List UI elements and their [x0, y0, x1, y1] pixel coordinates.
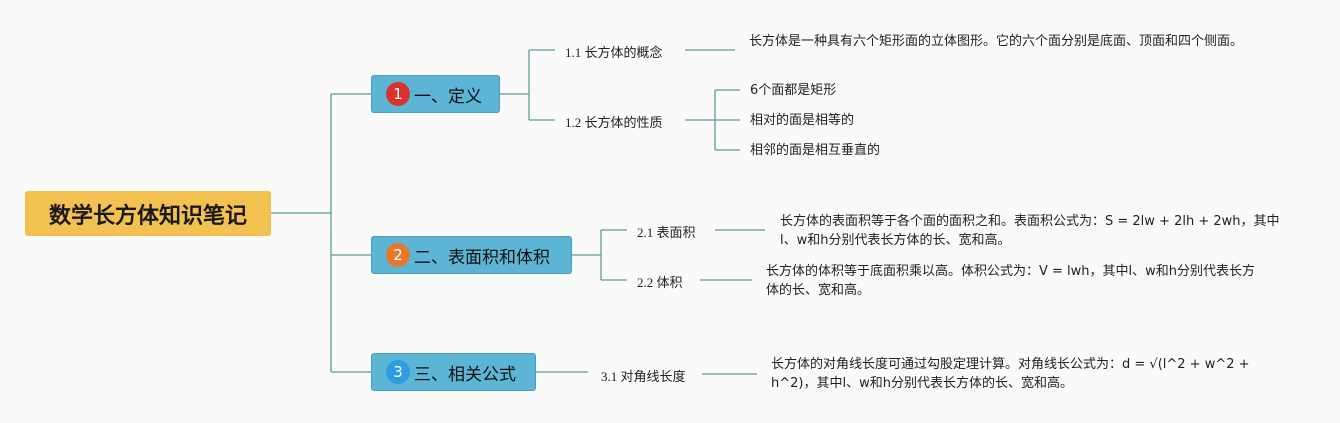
badge-1-icon: 1 [386, 82, 410, 106]
branch-definition[interactable]: 1 一、定义 [371, 75, 500, 113]
badge-2-icon: 2 [386, 243, 410, 267]
detail-text: 长方体是一种具有六个矩形面的立体图形。它的六个面分别是底面、顶面和四个侧面。 [749, 34, 1244, 49]
topic-label: 3.1 对角线长度 [601, 369, 686, 384]
detail-text: 长方体的表面积等于各个面的面积之和。表面积公式为：S = 2lw + 2lh +… [780, 214, 1280, 248]
topic-3-1[interactable]: 3.1 对角线长度 [601, 366, 686, 385]
topic-label: 1.1 长方体的概念 [565, 45, 663, 60]
topic-2-1[interactable]: 2.1 表面积 [637, 222, 696, 241]
topic-label: 2.1 表面积 [637, 225, 696, 240]
detail-text: 6个面都是矩形 [750, 83, 837, 98]
branch-label: 一、定义 [414, 86, 482, 107]
detail-1-2-a: 6个面都是矩形 [750, 81, 836, 100]
root-topic[interactable]: 数学长方体知识笔记 [25, 191, 271, 236]
badge-3-icon: 3 [386, 360, 410, 384]
topic-label: 1.2 长方体的性质 [565, 115, 663, 130]
topic-1-1[interactable]: 1.1 长方体的概念 [565, 42, 663, 61]
detail-text: 长方体的对角线长度可通过勾股定理计算。对角线长公式为：d = √(l^2 + w… [771, 357, 1250, 391]
topic-label: 2.2 体积 [637, 275, 683, 290]
branch-label: 三、相关公式 [414, 364, 516, 385]
detail-2-2: 长方体的体积等于底面积乘以高。体积公式为：V = lwh，其中l、w和h分别代表… [766, 262, 1261, 300]
detail-1-1: 长方体是一种具有六个矩形面的立体图形。它的六个面分别是底面、顶面和四个侧面。 [749, 32, 1254, 51]
topic-2-2[interactable]: 2.2 体积 [637, 272, 683, 291]
detail-2-1: 长方体的表面积等于各个面的面积之和。表面积公式为：S = 2lw + 2lh +… [780, 212, 1280, 250]
detail-text: 相对的面是相等的 [750, 113, 855, 128]
detail-text: 相邻的面是相互垂直的 [750, 143, 881, 158]
branch-formulas[interactable]: 3 三、相关公式 [371, 353, 536, 391]
detail-1-2-c: 相邻的面是相互垂直的 [750, 141, 880, 160]
detail-text: 长方体的体积等于底面积乘以高。体积公式为：V = lwh，其中l、w和h分别代表… [766, 264, 1256, 298]
branch-surface-volume[interactable]: 2 二、表面积和体积 [371, 236, 572, 274]
detail-3-1: 长方体的对角线长度可通过勾股定理计算。对角线长公式为：d = √(l^2 + w… [771, 355, 1261, 393]
detail-1-2-b: 相对的面是相等的 [750, 111, 854, 130]
branch-label: 二、表面积和体积 [414, 247, 550, 268]
root-title: 数学长方体知识笔记 [48, 203, 247, 229]
topic-1-2[interactable]: 1.2 长方体的性质 [565, 112, 663, 131]
